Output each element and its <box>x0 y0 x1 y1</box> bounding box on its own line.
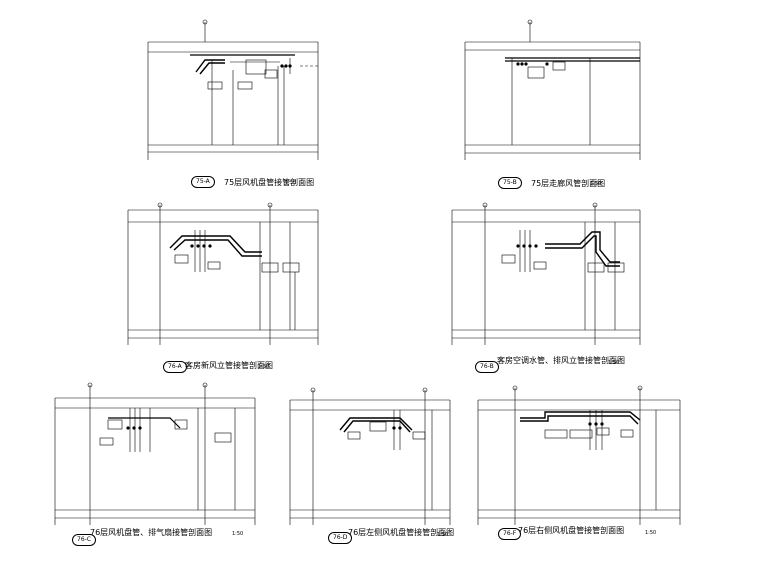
section-tag-76-f: 76-F <box>498 528 522 540</box>
section-title-76-b: 客房空调水管、排风立管接管剖面图 <box>497 356 625 365</box>
section-title-76-d: 76层左侧风机盘管接管剖面图 <box>348 528 455 537</box>
section-tag-76-d: 76-D <box>328 532 353 544</box>
section-76-d <box>289 387 451 525</box>
section-scale-76-a: 1:50 <box>258 364 270 370</box>
section-76-b <box>451 202 641 345</box>
section-75-b <box>464 19 641 160</box>
section-scale-76-d: 1:50 <box>437 532 449 538</box>
section-title-76-c: 76层风机盘管、排气扇接管剖面图 <box>90 528 213 537</box>
section-tag-75-a: 75-A <box>191 176 215 188</box>
section-scale-76-b: 1:50 <box>608 360 620 366</box>
section-76-a <box>127 202 319 345</box>
section-title-76-a: 客房新风立管接管剖面图 <box>185 361 273 370</box>
section-scale-75-a: 1:50 <box>285 180 297 186</box>
section-scale-76-f: 1:50 <box>645 530 657 536</box>
section-tag-76-a: 76-A <box>163 361 187 373</box>
section-title-76-f: 76层右侧风机盘管接管剖面图 <box>518 526 625 535</box>
section-76-c <box>54 382 256 525</box>
section-76-f <box>477 385 681 525</box>
section-75-a <box>147 19 319 160</box>
section-title-75-a: 75层风机盘管接管剖面图 <box>224 178 315 187</box>
section-scale-76-c: 1:50 <box>232 531 244 537</box>
section-title-75-b: 75层走廊风管剖面图 <box>531 179 606 188</box>
section-tag-76-b: 76-B <box>475 361 499 373</box>
section-scale-75-b: 1:50 <box>590 181 602 187</box>
section-tag-75-b: 75-B <box>498 177 522 189</box>
section-tag-76-c: 76-C <box>72 534 96 546</box>
